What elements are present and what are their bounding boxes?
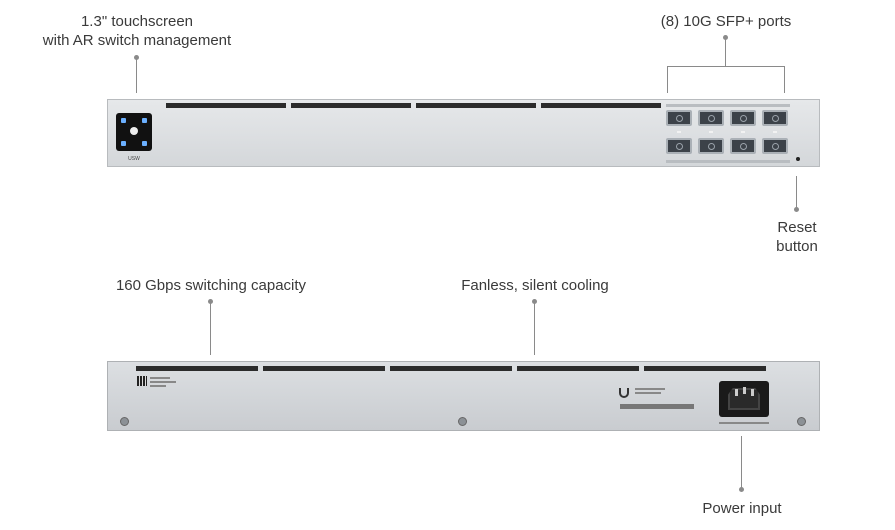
sfp-port[interactable] — [666, 110, 692, 126]
port-led — [741, 131, 745, 133]
sfp-label-bar — [666, 160, 790, 163]
label-sticker-text — [150, 381, 176, 383]
sfp-leader-right — [784, 66, 785, 93]
sfp-port[interactable] — [730, 138, 756, 154]
screw-icon — [797, 417, 806, 426]
cooling-callout: Fanless, silent cooling — [461, 277, 609, 294]
label-sticker-text — [150, 377, 170, 379]
touchscreen-callout-line2: with AR switch management — [42, 32, 232, 49]
sfp-port[interactable] — [666, 138, 692, 154]
power-rating-text — [719, 422, 769, 424]
port-hole-icon — [740, 115, 747, 122]
vent-slot — [166, 103, 286, 108]
power-leader-dot — [739, 487, 744, 492]
regulatory-text — [635, 392, 661, 394]
sfp-port[interactable] — [762, 138, 788, 154]
reset-callout-line1: Reset — [777, 219, 817, 236]
port-hole-icon — [772, 143, 779, 150]
sfp-port[interactable] — [698, 138, 724, 154]
vent-slot — [416, 103, 536, 108]
reset-leader-dot — [794, 207, 799, 212]
port-hole-icon — [740, 143, 747, 150]
port-led — [677, 131, 681, 133]
sfp-port[interactable] — [762, 110, 788, 126]
home-button-icon — [130, 127, 138, 135]
sfp-leader-left — [667, 66, 668, 93]
sfp-label-bar — [666, 104, 790, 107]
label-sticker-text — [150, 385, 166, 387]
vent-slot — [291, 103, 411, 108]
sfp-callout: (8) 10G SFP+ ports — [660, 13, 792, 30]
regulatory-text — [635, 388, 665, 390]
reset-leader — [796, 176, 797, 208]
network-icon — [142, 141, 147, 146]
reset-button[interactable] — [796, 157, 800, 161]
power-leader — [741, 436, 742, 488]
cooling-leader — [534, 301, 535, 355]
switching-leader — [210, 301, 211, 355]
sfp-port[interactable] — [730, 110, 756, 126]
screw-icon — [120, 417, 129, 426]
power-pin — [751, 389, 754, 396]
power-inlet[interactable] — [719, 381, 769, 417]
power-callout: Power input — [702, 500, 782, 517]
sfp-port-group — [664, 104, 792, 164]
lock-icon — [142, 118, 147, 123]
vent-slot — [541, 103, 661, 108]
settings-icon — [121, 141, 126, 146]
touchscreen-leader-dot — [134, 55, 139, 60]
touchscreen-leader — [136, 57, 137, 93]
vent-slot — [390, 366, 512, 371]
power-pin — [735, 389, 738, 396]
touchscreen-callout: 1.3" touchscreen with AR switch manageme… — [37, 12, 237, 50]
touchscreen-callout-line1: 1.3" touchscreen — [80, 13, 194, 30]
port-led — [709, 131, 713, 133]
calendar-icon — [121, 118, 126, 123]
vent-slot — [136, 366, 258, 371]
vent-slot — [263, 366, 385, 371]
sfp-leader-bracket — [667, 66, 785, 67]
sfp-leader-stem — [725, 37, 726, 66]
screen-caption: USW — [128, 156, 140, 162]
compliance-marks — [620, 404, 694, 409]
switching-callout: 160 Gbps switching capacity — [115, 277, 307, 294]
qr-code-icon — [137, 376, 147, 386]
touchscreen[interactable]: USW — [116, 113, 152, 162]
switch-front-panel: USW — [107, 99, 820, 167]
vent-slot — [517, 366, 639, 371]
port-hole-icon — [772, 115, 779, 122]
ubiquiti-logo-icon — [619, 388, 629, 398]
switch-back-panel — [107, 361, 820, 431]
port-led — [773, 131, 777, 133]
sfp-port[interactable] — [698, 110, 724, 126]
vent-slot — [644, 366, 766, 371]
port-hole-icon — [708, 143, 715, 150]
reset-callout: Reset button — [757, 218, 837, 256]
screw-icon — [458, 417, 467, 426]
port-hole-icon — [676, 143, 683, 150]
port-hole-icon — [676, 115, 683, 122]
power-pin — [743, 387, 746, 394]
port-hole-icon — [708, 115, 715, 122]
reset-callout-line2: button — [776, 238, 818, 255]
